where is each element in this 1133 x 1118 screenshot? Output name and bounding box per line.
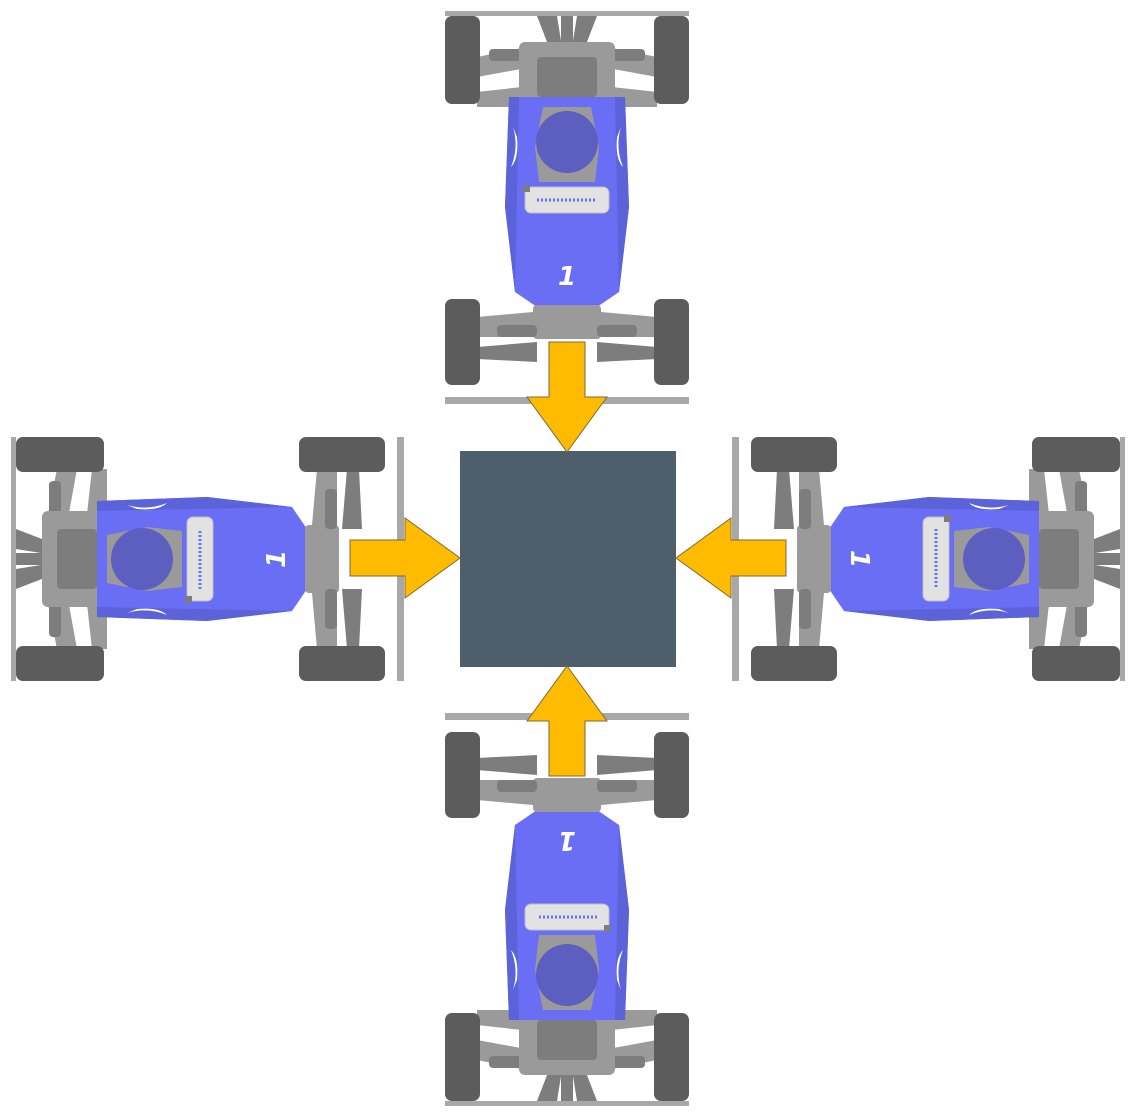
arrow-right (349, 517, 461, 599)
car-number-label: 1 (844, 550, 874, 568)
rc-car-right: 1 (730, 435, 1127, 683)
rc-car-top: 1 (443, 9, 691, 406)
center-target-block (460, 451, 676, 667)
arrow-up (526, 665, 608, 777)
rc-car-bottom: 1 (443, 711, 691, 1108)
car-number-label: 1 (558, 825, 576, 855)
arrow-left (675, 517, 787, 599)
rc-car-left: 1 (9, 435, 406, 683)
arrow-down (526, 341, 608, 453)
car-number-label: 1 (558, 262, 576, 292)
car-number-label: 1 (262, 550, 292, 568)
